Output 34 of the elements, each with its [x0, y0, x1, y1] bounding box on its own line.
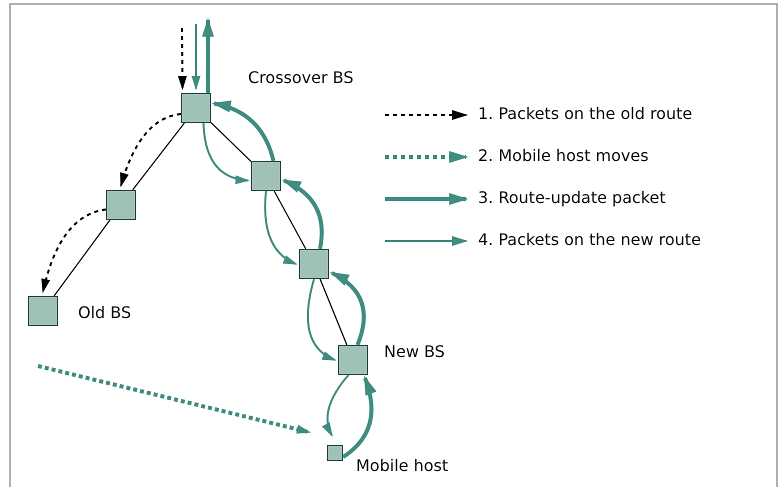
arrow: [306, 278, 337, 361]
link-line: [132, 122, 185, 190]
base-station-square: [28, 296, 58, 326]
base-station-square: [299, 249, 329, 279]
link-line: [274, 190, 306, 250]
base-station-square: [338, 345, 368, 375]
base-station-square: [251, 161, 281, 191]
base-station-square: [181, 93, 211, 123]
arrow: [202, 122, 250, 184]
link-line: [210, 122, 252, 162]
arrow: [322, 374, 350, 438]
arrow: [342, 376, 376, 459]
arrow: [192, 24, 200, 90]
host-square: [327, 445, 343, 461]
station-label: Mobile host: [356, 456, 448, 475]
link-line: [54, 220, 110, 296]
arrow: [120, 113, 182, 188]
station-label: Crossover BS: [248, 68, 354, 87]
arrow: [264, 190, 298, 265]
legend-label: 3. Route-update packet: [478, 188, 666, 207]
arrow: [38, 364, 312, 434]
station-label: New BS: [384, 342, 445, 361]
legend-label: 1. Packets on the old route: [478, 104, 692, 123]
legend-label: 4. Packets on the new route: [478, 230, 701, 249]
station-label: Old BS: [78, 303, 132, 322]
arrow: [212, 101, 276, 162]
link-line: [320, 278, 348, 346]
arrow: [330, 271, 366, 346]
arrow: [202, 18, 214, 93]
arrow: [282, 178, 324, 250]
arrow: [42, 208, 106, 294]
base-station-square: [106, 190, 136, 220]
legend-label: 2. Mobile host moves: [478, 146, 649, 165]
arrow: [178, 28, 187, 90]
